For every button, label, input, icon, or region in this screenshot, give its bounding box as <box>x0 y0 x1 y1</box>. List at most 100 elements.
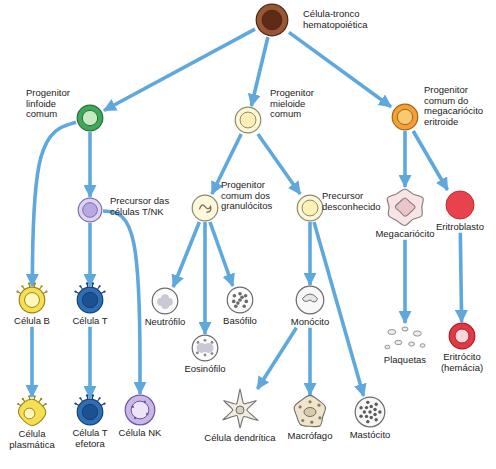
granule <box>374 403 377 406</box>
granule <box>211 352 214 355</box>
cell-nucleus <box>82 292 97 307</box>
arrow-connector <box>30 327 34 397</box>
cell-shape <box>354 396 386 428</box>
cell-icon <box>125 395 155 425</box>
cell-body <box>446 191 474 219</box>
receptor-tip <box>74 403 76 405</box>
receptor-tip <box>28 282 30 284</box>
cell-node: Célula B <box>10 286 54 327</box>
cell-shape <box>215 389 265 431</box>
cell-label: Célula T efetora <box>68 428 112 449</box>
cell-nucleus <box>397 109 412 124</box>
cell-body <box>192 335 218 361</box>
cell-node: Progenitor comum do megacariócito eritro… <box>391 103 419 131</box>
cell-label: Monócito <box>286 317 334 328</box>
cell-shape <box>151 287 179 315</box>
granule <box>232 300 236 304</box>
cell-nucleus <box>303 294 318 302</box>
arrow-connector <box>88 132 92 197</box>
cell-node: Megacariócito <box>372 187 438 240</box>
cell-nucleus <box>262 10 282 30</box>
arrow-connector <box>210 222 233 286</box>
cell-icon <box>74 282 105 312</box>
cell-label: Progenitor comum do megacariócito eritro… <box>424 85 496 128</box>
granule <box>365 415 368 418</box>
cell-node: Macrófago <box>284 395 336 442</box>
cell-body <box>125 395 155 425</box>
cell-node: Célula NK <box>115 394 165 439</box>
cell-node: Precursor desconhecido <box>296 194 324 222</box>
cell-icon <box>297 195 323 221</box>
cell-shape <box>383 187 427 227</box>
cell-icon <box>392 104 418 130</box>
cell-node: Célula-tronco hematopoiética <box>255 3 289 37</box>
cell-icon <box>235 107 261 133</box>
arrow-connector <box>314 222 364 396</box>
cell-label: Eritroblasto <box>431 222 489 233</box>
cell-label: Célula NK <box>115 428 165 439</box>
receptor-tip <box>41 285 43 287</box>
cell-label: Progenitor linfoide comum <box>26 88 74 120</box>
cell-body <box>256 4 288 36</box>
receptor-tip <box>16 291 18 293</box>
platelet <box>385 345 390 349</box>
platelet <box>388 330 396 335</box>
granule <box>359 415 362 418</box>
arrow-connector <box>403 131 407 187</box>
cell-icon <box>152 288 178 314</box>
cell-shape <box>255 3 289 37</box>
granule <box>204 339 207 342</box>
cell-icon <box>16 282 47 312</box>
cell-icon <box>296 286 324 314</box>
cell-shape <box>391 103 419 131</box>
receptor-tip <box>79 285 81 287</box>
cell-label: Plaquetas <box>380 355 430 366</box>
arrow-connector <box>32 122 76 286</box>
cell-body <box>387 189 423 225</box>
platelet <box>409 342 415 346</box>
granule <box>238 292 242 296</box>
cell-icon <box>387 189 423 225</box>
arrow-connector <box>257 328 296 389</box>
cell-body <box>355 397 385 427</box>
cell-body <box>77 105 103 131</box>
receptor-tip <box>92 282 94 284</box>
receptor-tip <box>99 397 101 399</box>
cell-node: Célula plasmática <box>7 397 57 450</box>
granule <box>146 413 148 415</box>
cell-icon <box>256 4 288 36</box>
receptor-tip <box>103 403 105 405</box>
cell-body <box>392 104 418 130</box>
granule <box>233 294 237 298</box>
arrow-connector <box>460 233 461 322</box>
vacuole <box>299 405 302 408</box>
cell-shape <box>76 104 104 132</box>
cell-nucleus <box>199 205 210 212</box>
cell-nucleus <box>131 401 149 419</box>
cell-icon <box>227 287 253 313</box>
cell-node: Eosinófilo <box>180 334 230 375</box>
receptor-tip <box>45 291 47 293</box>
cell-nucleus <box>240 112 256 128</box>
cell-body <box>227 287 253 313</box>
cell-node: Neutrófilo <box>140 287 190 328</box>
granule <box>204 354 207 357</box>
granule <box>366 420 369 423</box>
cell-nucleus <box>83 203 98 218</box>
granule <box>370 416 373 419</box>
platelet <box>420 344 425 348</box>
cell-nucleus <box>24 408 35 419</box>
cell-body <box>77 287 103 313</box>
cell-label: Mastócito <box>345 430 395 441</box>
cell-shape <box>226 286 254 314</box>
granule <box>359 406 362 409</box>
vacuole <box>317 404 320 407</box>
vacuole <box>301 419 304 422</box>
cell-shape <box>191 334 219 362</box>
granule <box>245 300 249 304</box>
cell-shape <box>295 285 325 315</box>
receptor-tip <box>103 291 105 293</box>
cell-node: Progenitor comum dos granulócitos <box>191 194 219 222</box>
nucleus-lobe <box>204 343 214 353</box>
arrow-connector <box>104 29 255 110</box>
